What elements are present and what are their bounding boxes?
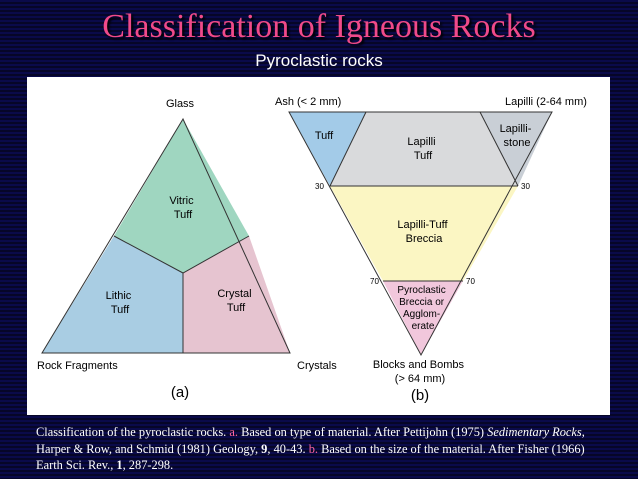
tick-30-right: 30 bbox=[521, 182, 530, 191]
lapilli-tuff-label: Lapilli Tuff bbox=[407, 136, 438, 162]
caption-reference-title: Sedimentary Rocks bbox=[487, 425, 582, 439]
crystal-tuff-field bbox=[183, 236, 290, 353]
triangle-b-divider bbox=[329, 111, 367, 187]
slide-subtitle: Pyroclastic rocks bbox=[255, 51, 383, 70]
tuff-field bbox=[289, 112, 366, 186]
lapilli-tuff-field bbox=[330, 112, 518, 186]
pyroclastic-breccia-label: Pyroclastic Breccia or Agglom- erate bbox=[397, 285, 448, 332]
caption-volume: 9 bbox=[261, 441, 268, 456]
ash-label: Ash (< 2 mm) bbox=[275, 96, 341, 108]
lapillistone-field bbox=[480, 112, 552, 186]
tuff-label: Tuff bbox=[315, 130, 334, 142]
tick-70-right: 70 bbox=[466, 277, 475, 286]
apex-glass-label: Glass bbox=[166, 98, 195, 110]
caption-part-b-marker: b. bbox=[308, 441, 318, 456]
vitric-tuff-field bbox=[114, 119, 249, 273]
triangle-a-outline bbox=[41, 117, 291, 354]
pyroclastic-breccia-field bbox=[383, 281, 463, 355]
diagram-b-label: (b) bbox=[411, 387, 429, 404]
caption-text: , 287-298. bbox=[122, 458, 174, 472]
lapilli-label: Lapilli (2-64 mm) bbox=[505, 96, 587, 108]
tick-70-left: 70 bbox=[370, 277, 379, 286]
lithic-tuff-field bbox=[42, 236, 183, 353]
caption-part-a-marker: a. bbox=[229, 425, 238, 439]
diagram-a: Glass Rock Fragments Crystals Vitric Tuf… bbox=[37, 98, 337, 401]
lithic-tuff-label: Lithic Tuff bbox=[106, 290, 135, 316]
diagram-a-label: (a) bbox=[171, 384, 189, 401]
caption-text: Based on the size of the material. After… bbox=[36, 441, 585, 473]
triangle-b-divider bbox=[479, 111, 519, 187]
caption-text: , 40-43. bbox=[267, 441, 309, 456]
figure-panel: Glass Rock Fragments Crystals Vitric Tuf… bbox=[27, 77, 610, 415]
vitric-tuff-label: Vitric Tuff bbox=[169, 195, 196, 221]
triangle-b-outline bbox=[288, 111, 553, 357]
crystal-tuff-label: Crystal Tuff bbox=[217, 288, 254, 314]
lapillistone-label: Lapilli- stone bbox=[500, 123, 535, 149]
apex-crystals-label: Crystals bbox=[297, 360, 337, 372]
caption-volume: 1 bbox=[116, 458, 123, 472]
tick-30-left: 30 bbox=[315, 182, 324, 191]
classification-diagrams: Glass Rock Fragments Crystals Vitric Tuf… bbox=[37, 96, 587, 404]
diagram-b: Ash (< 2 mm) Lapilli (2-64 mm) Tuff Lapi… bbox=[275, 96, 587, 404]
lapilli-tuff-breccia-field bbox=[330, 186, 518, 281]
lapilli-tuff-breccia-label: Lapilli-Tuff Breccia bbox=[397, 219, 450, 245]
figure-caption: Classification of the pyroclastic rocks.… bbox=[36, 424, 606, 474]
blocks-bombs-label: Blocks and Bombs (> 64 mm) bbox=[373, 359, 467, 385]
caption-text: Classification of the pyroclastic rocks. bbox=[36, 425, 230, 439]
apex-rock-fragments-label: Rock Fragments bbox=[37, 360, 118, 372]
slide-title: Classification of Igneous Rocks bbox=[102, 8, 536, 45]
caption-text: Based on type of material. After Pettijo… bbox=[238, 425, 488, 439]
caption-text: , Harper & Row, and Schmid (1981) Geolog… bbox=[36, 425, 585, 456]
